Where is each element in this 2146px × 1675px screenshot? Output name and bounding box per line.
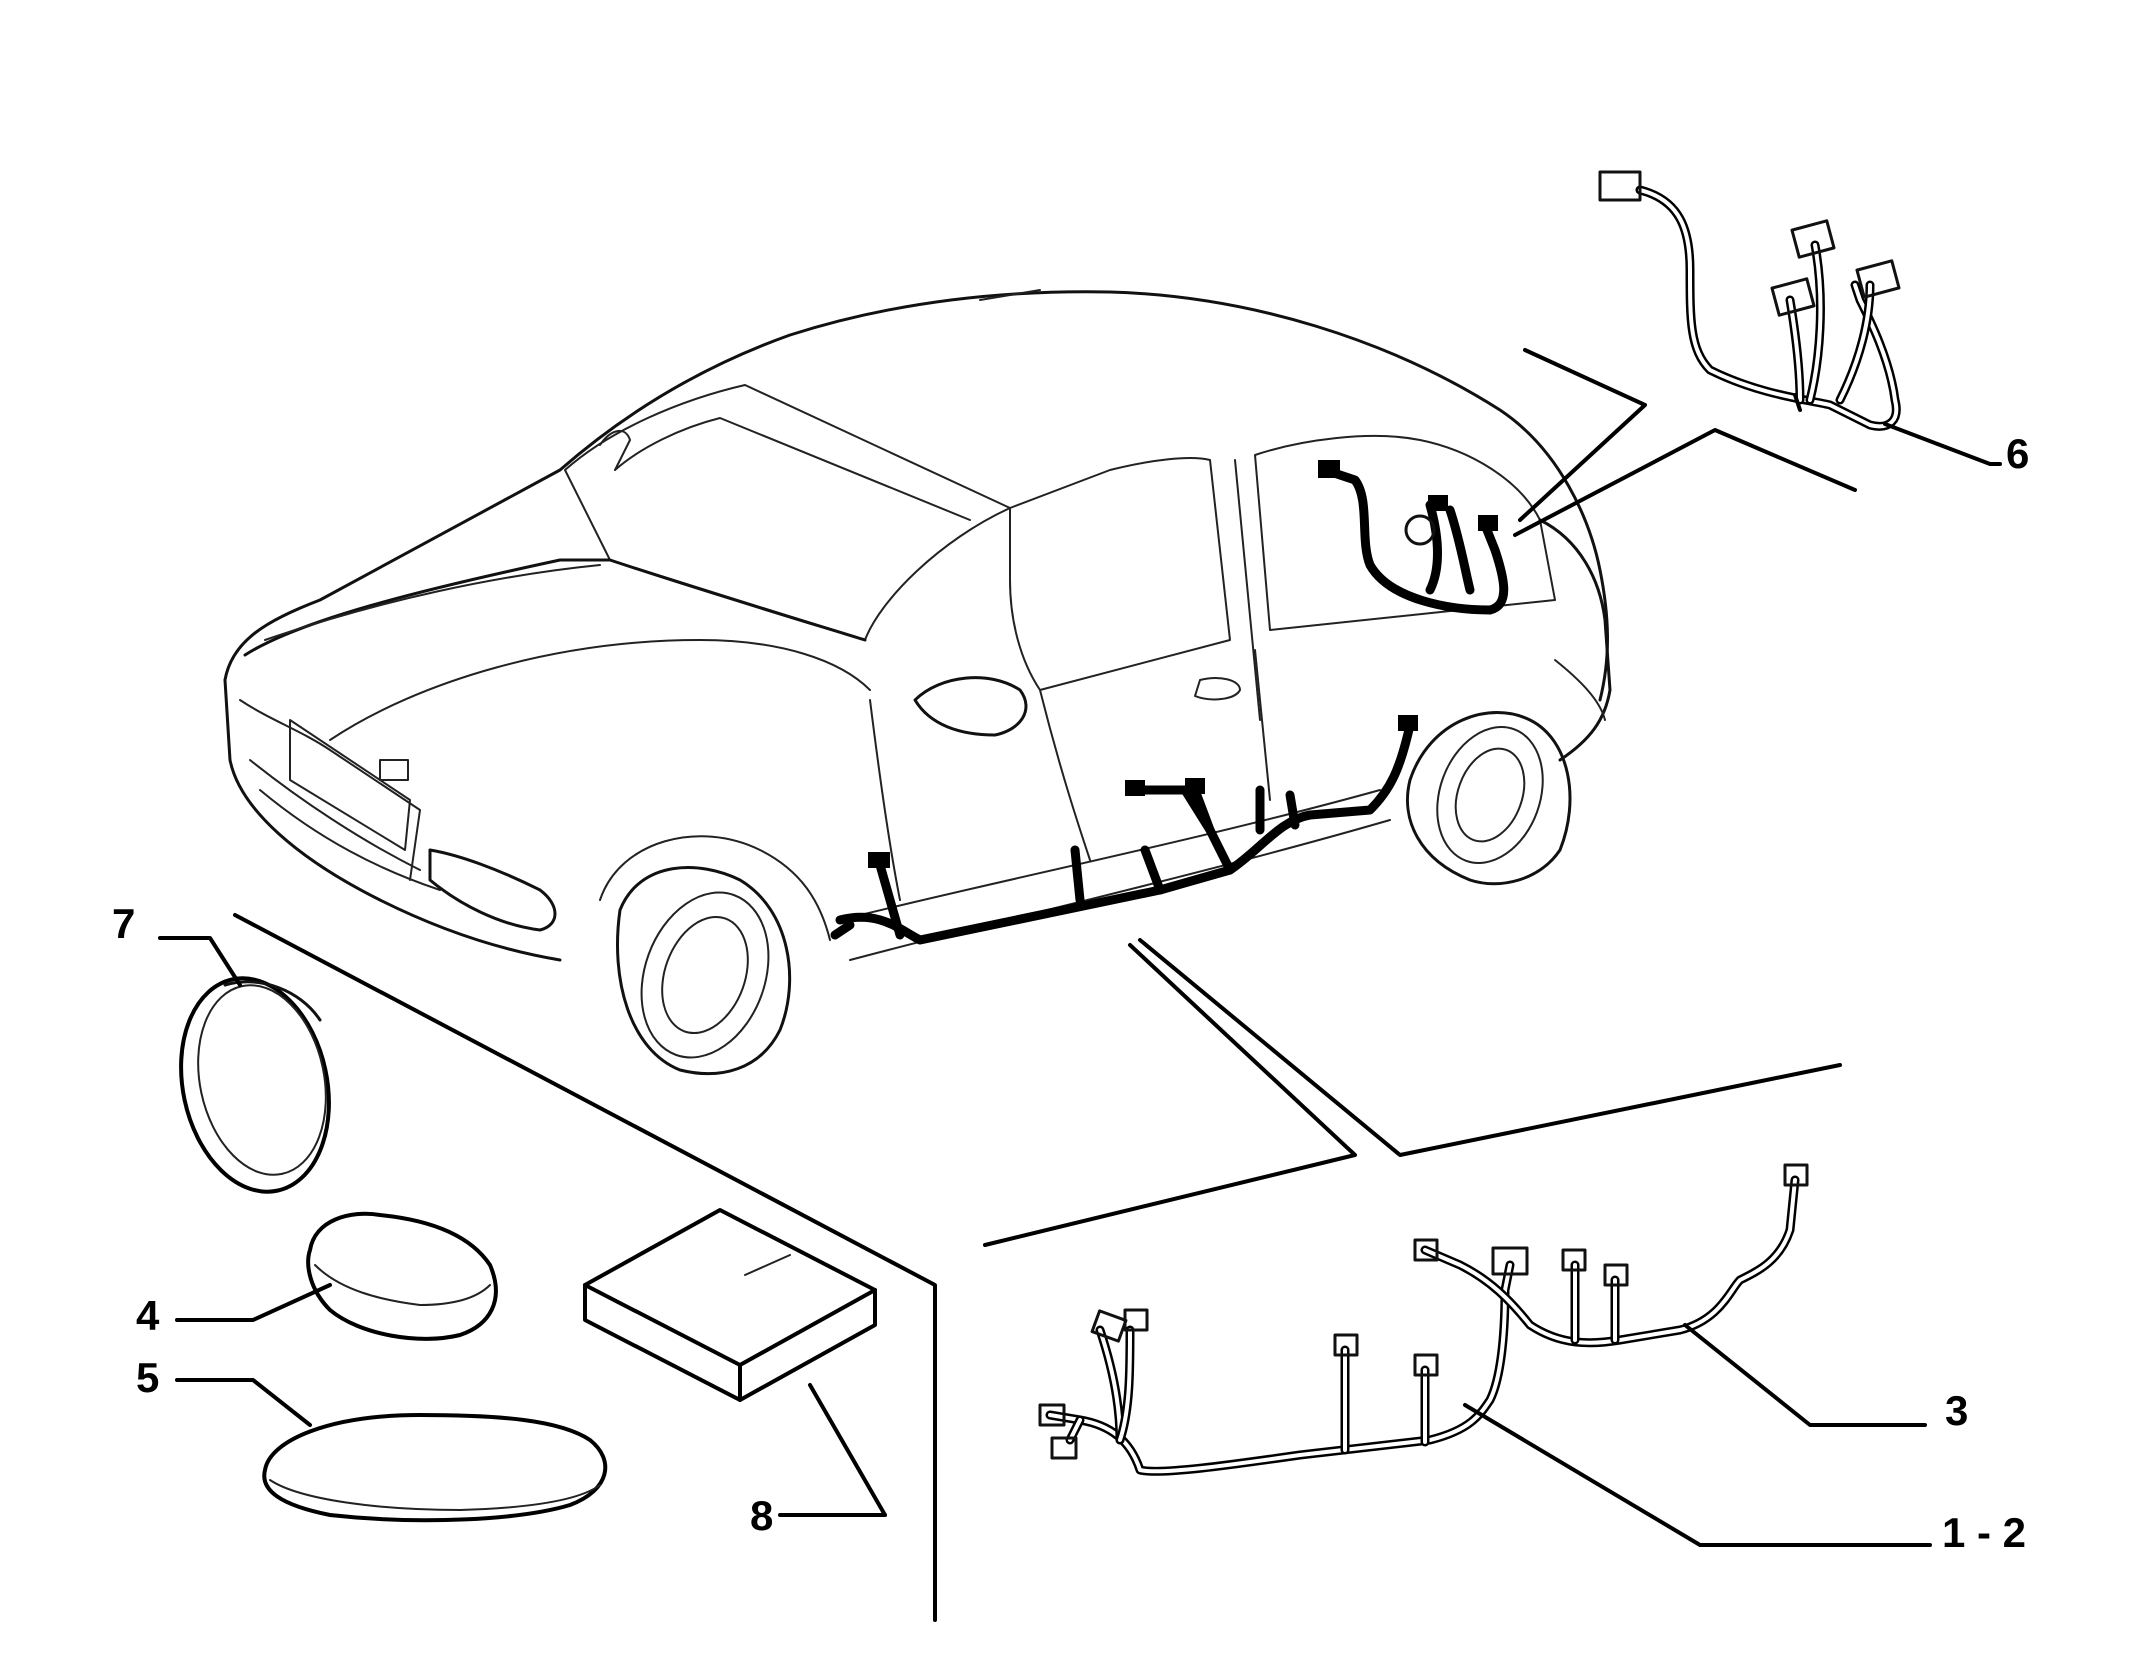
callout-1-2: 1 - 2 <box>1942 1509 2026 1556</box>
callout-3: 3 <box>1945 1387 1968 1434</box>
part-1-2-floor-harness <box>1038 1246 1932 1547</box>
callout-6: 6 <box>2006 430 2029 477</box>
installed-rear-harness <box>1318 460 1509 615</box>
callout-8: 8 <box>750 1492 773 1539</box>
part-6-rear-harness <box>1598 170 1901 431</box>
part-3-harness <box>1413 1163 1927 1427</box>
part-5-large-oval <box>262 1413 608 1523</box>
part-4-oval-cap <box>306 1211 498 1341</box>
callout-leaders <box>158 422 2002 1517</box>
part-7-round-grommet <box>179 976 331 1194</box>
part-8-box <box>583 1208 877 1402</box>
car-illustration <box>223 289 1612 1076</box>
divider-lines <box>233 348 1857 1622</box>
callout-7: 7 <box>112 900 135 947</box>
callout-5: 5 <box>136 1354 159 1401</box>
callout-4: 4 <box>136 1292 160 1339</box>
installed-floor-harness <box>830 715 1418 945</box>
